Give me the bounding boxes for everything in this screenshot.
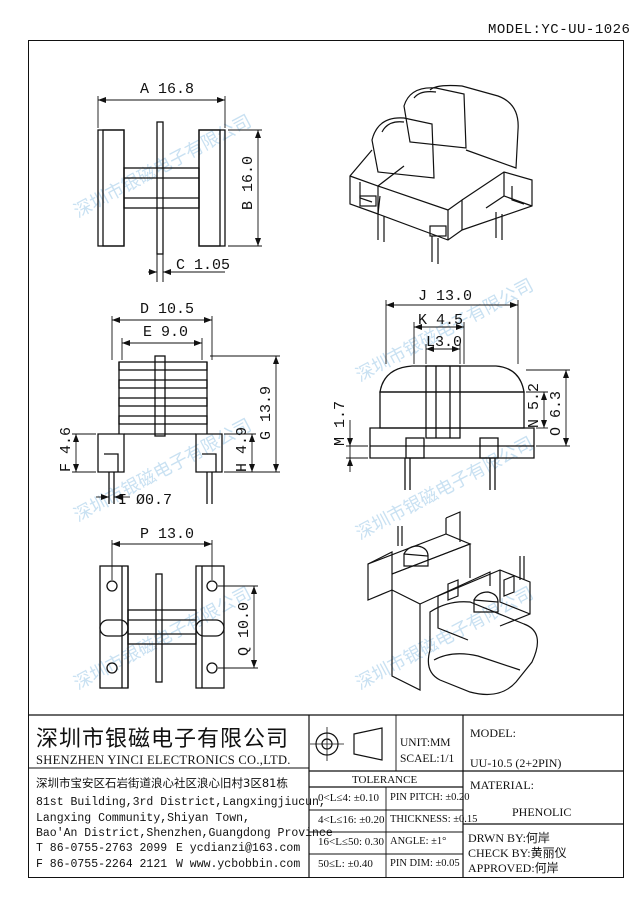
dim-D: D 10.5 [140, 301, 194, 318]
dim-E: E 9.0 [143, 324, 188, 341]
company-name-cn: 深圳市银磁电子有限公司 [36, 727, 290, 752]
dim-I: I Ø0.7 [118, 492, 172, 509]
bottom-view: P 13.0 Q 10.0 [99, 526, 258, 689]
dim-A: A 16.8 [140, 81, 194, 98]
website: W www.ycbobbin.com [176, 858, 301, 871]
dim-F: F 4.6 [58, 427, 75, 472]
scale: SCAEL:1/1 [400, 753, 455, 765]
phone: T 86-0755-2763 2099 [36, 842, 168, 855]
pin-row-4: PIN DIM: ±0.05 [390, 858, 460, 869]
drawing-frame [28, 40, 624, 878]
address-en-1: 81st Building,3rd District,Langxingjiucu… [36, 796, 326, 809]
front-view: A 16.8 B 16.0 C 1.05 [97, 81, 262, 282]
tol-row-2: 4<L≤16: ±0.20 [318, 814, 385, 826]
dim-H: H 4.9 [234, 427, 251, 472]
material-value: PHENOLIC [512, 805, 572, 819]
dim-O: O 6.3 [548, 391, 565, 436]
company-name-en: SHENZHEN YINCI ELECTRONICS CO.,LTD. [36, 753, 291, 767]
iso-view-bottom [367, 511, 539, 695]
watermark-3: 深圳市银磁电子有限公司 [70, 583, 255, 694]
pin-row-2: THICKNESS: ±0.15 [390, 814, 478, 825]
title-block-grid [28, 714, 624, 878]
address-cn: 深圳市宝安区石岩街道浪心社区浪心旧村3区81栋 [36, 776, 288, 790]
approved-by: APPROVED:何岸 [468, 861, 559, 875]
dim-B: B 16.0 [240, 156, 257, 210]
dim-P: P 13.0 [140, 526, 194, 543]
model-label: MODEL: [470, 726, 516, 740]
side-view: D 10.5 E 9.0 G 13.9 H 4.9 F 4.6 I Ø0.7 [58, 301, 280, 509]
iso-view-top [349, 84, 533, 264]
tol-row-4: 50≤L: ±0.40 [318, 858, 373, 870]
dim-C: C 1.05 [176, 257, 230, 274]
dim-J: J 13.0 [418, 288, 472, 305]
tolerance-title: TOLERANCE [352, 774, 418, 786]
unit: UNIT:MM [400, 737, 451, 749]
watermark-6: 深圳市银磁电子有限公司 [352, 583, 537, 694]
dim-M: M 1.7 [332, 401, 349, 446]
email: E ycdianzi@163.com [176, 842, 301, 855]
checked-by: CHECK BY:黄丽仪 [468, 846, 567, 860]
dim-Q: Q 10.0 [236, 602, 253, 656]
tol-row-1: 0<L≤4: ±0.10 [318, 792, 380, 804]
end-view: J 13.0 K 4.5 L3.0 M 1.7 N 5.2 [332, 288, 570, 490]
dim-L: L3.0 [426, 334, 462, 351]
model-value: UU-10.5 (2+2PIN) [470, 756, 562, 770]
address-en-2: Langxing Community,Shiyan Town, [36, 812, 250, 825]
watermark-5: 深圳市银磁电子有限公司 [352, 433, 537, 544]
pin-row-3: ANGLE: ±1° [390, 836, 447, 847]
tol-row-3: 16<L≤50: 0.30 [318, 836, 385, 848]
model-header: MODEL:YC-UU-1026 [488, 22, 631, 38]
address-en-3: Bao'An District,Shenzhen,Guangdong Provi… [36, 827, 333, 840]
dim-N: N 5.2 [526, 383, 543, 428]
dim-G: G 13.9 [258, 386, 275, 440]
dim-K: K 4.5 [418, 312, 463, 329]
fax: F 86-0755-2264 2121 [36, 858, 168, 871]
pin-row-1: PIN PITCH: ±0.20 [390, 792, 470, 803]
drawn-by: DRWN BY:何岸 [468, 831, 550, 845]
material-label: MATERIAL: [470, 778, 534, 792]
